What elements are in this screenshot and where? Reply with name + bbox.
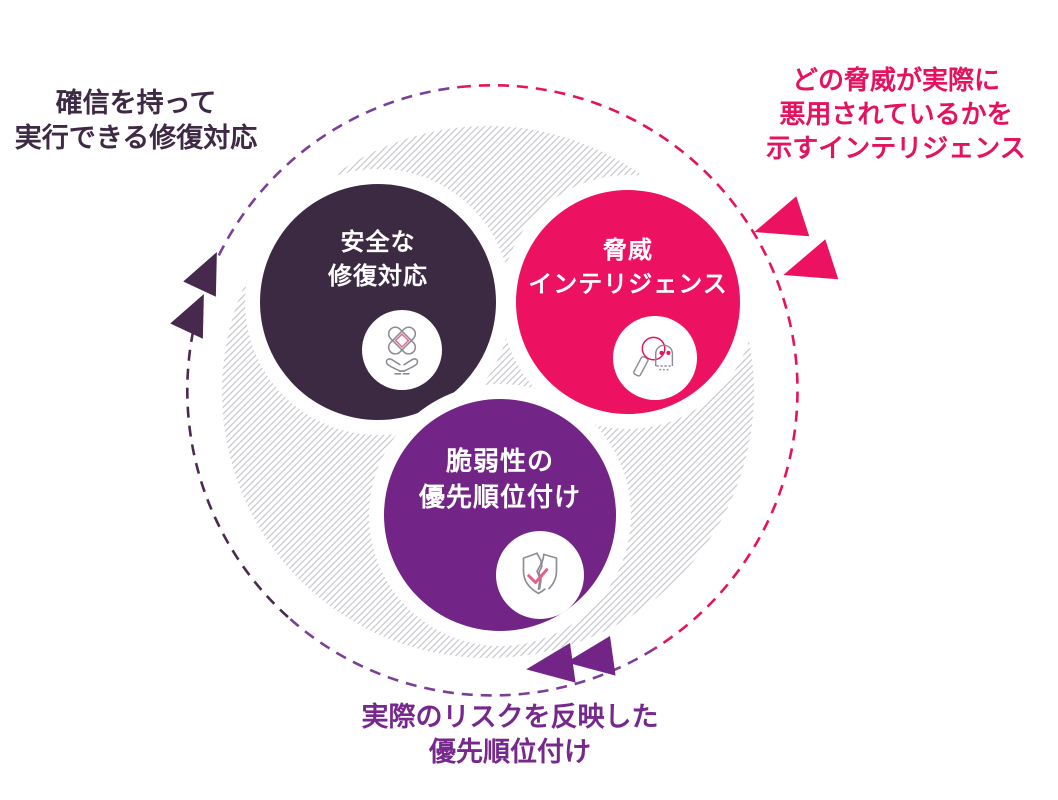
cracked-shield-icon-svg: [522, 552, 558, 595]
bubble-label-line: 安全な: [340, 229, 416, 256]
bubble-label-line: 修復対応: [328, 262, 428, 290]
bottom-flow-arrow-icon: [566, 635, 616, 676]
magnifier-skull-icon-svg: [633, 336, 674, 377]
dashed-cycle-circle: [186, 83, 799, 697]
bubble-label: 安全な 修復対応: [260, 184, 496, 293]
hands-bandage-icon: [362, 310, 442, 390]
callout-line: 実行できる修復対応: [14, 123, 258, 154]
dashed-arc-upper-left-purple: [192, 85, 461, 328]
callout-remediation: 確信を持って 実行できる修復対応: [0, 86, 272, 156]
flow-arrows: [170, 196, 839, 683]
callout-line: 優先順位付け: [429, 737, 591, 768]
bubble-threat-intelligence: 脅威 インテリジェンス: [516, 190, 740, 414]
bubble-vulnerability-prioritization: 脆弱性の 優先順位付け: [384, 399, 616, 631]
callout-line: 実際のリスクを反映した: [361, 702, 659, 732]
bubble-label-line: 優先順位付け: [418, 482, 581, 513]
callout-prioritization: 実際のリスクを反映した 優先順位付け: [328, 700, 692, 770]
callout-line: 悪用されているかを: [779, 98, 1013, 129]
magnifier-skull-icon: [613, 316, 697, 400]
bubble-label: 脅威 インテリジェンス: [516, 190, 740, 301]
bubble-label: 脆弱性の 優先順位付け: [384, 399, 616, 516]
callout-threat: どの脅威が実際に 悪用されているかを 示すインテリジェンス: [750, 64, 1042, 165]
callout-line: 示すインテリジェンス: [766, 132, 1026, 163]
left-flow-arrow-icon: [170, 293, 204, 339]
left-flow-arrow-icon: [183, 251, 217, 297]
bubble-safe-remediation: 安全な 修復対応: [260, 184, 496, 420]
bottom-flow-arrow-icon: [526, 642, 576, 683]
callout-line: どの脅威が実際に: [791, 65, 1000, 95]
bubble-label-line: インテリジェンス: [528, 270, 728, 298]
hands-bandage-icon-svg: [385, 326, 419, 375]
right-flow-arrow-icon: [754, 196, 810, 237]
dashed-arc-bottom-purple: [287, 616, 655, 697]
right-flow-arrow-icon: [783, 239, 839, 280]
dashed-arc-left-dark: [186, 326, 289, 618]
bubble-label-line: 脆弱性の: [445, 446, 554, 476]
dashed-arc-right-pink: [459, 83, 799, 651]
callout-line: 確信を持って: [55, 88, 217, 118]
cracked-shield-icon: [496, 531, 584, 619]
bubble-label-line: 脅威: [603, 237, 653, 264]
